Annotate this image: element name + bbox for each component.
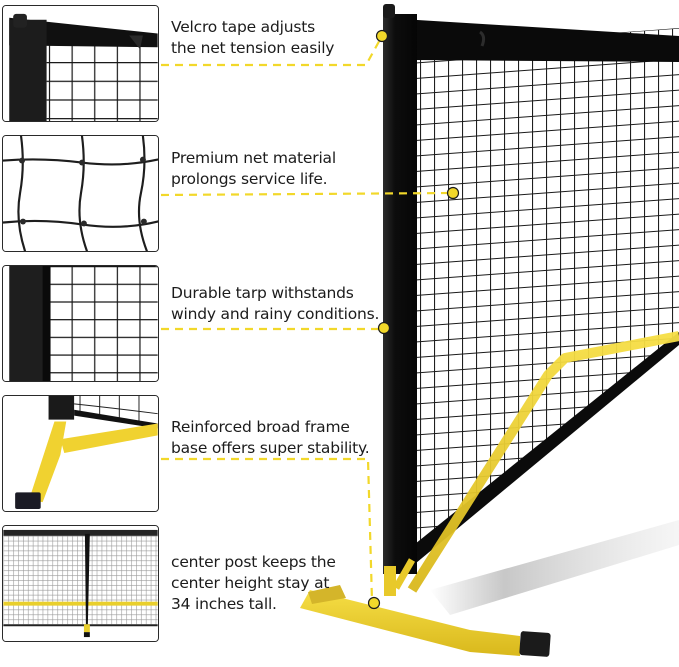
dot-velcro (375, 29, 389, 43)
feature-caption-velcro: Velcro tape adjusts the net tension easi… (171, 17, 334, 59)
net-mesh (416, 28, 679, 555)
caption-line: the net tension easily (171, 39, 335, 57)
caption-line: prolongs service life. (171, 170, 328, 188)
side-tarp-post (383, 14, 417, 574)
caption-line: Premium net material (171, 149, 336, 167)
caption-line: base offers super stability. (171, 439, 370, 457)
feature-caption-center-post: center post keeps the center height stay… (171, 552, 336, 615)
thumbnail-velcro-tape (2, 5, 159, 122)
dot-tarp (377, 321, 391, 335)
net-bottom-binding (405, 332, 679, 568)
net-headband (385, 18, 679, 62)
tarp-edge-closeup-image (3, 266, 158, 381)
frame-base-closeup-image (3, 396, 158, 511)
thumbnail-net-material (2, 135, 159, 252)
floor-shadow (430, 520, 679, 615)
post-top-cap (383, 4, 395, 18)
caption-line: Durable tarp withstands (171, 284, 354, 302)
dot-frame-base (367, 596, 381, 610)
feature-caption-net-material: Premium net material prolongs service li… (171, 148, 336, 190)
center-post-front-view-image (3, 526, 158, 641)
center-support-arm (407, 331, 679, 593)
caption-line: center post keeps the (171, 553, 336, 571)
feature-caption-frame-base: Reinforced broad frame base offers super… (171, 417, 370, 459)
thumbnail-center-post (2, 525, 159, 642)
caption-line: windy and rainy conditions. (171, 305, 380, 323)
thumbnail-tarp (2, 265, 159, 382)
leader-net-material (160, 191, 453, 197)
net-mesh-closeup-image (3, 136, 158, 251)
caption-line: Velcro tape adjusts (171, 18, 315, 36)
feature-caption-tarp: Durable tarp withstands windy and rainy … (171, 283, 379, 325)
thumbnail-frame-base (2, 395, 159, 512)
upright-post-base (384, 566, 396, 596)
velcro-tape-closeup-image (3, 6, 158, 121)
caption-line: center height stay at (171, 574, 330, 592)
caption-line: 34 inches tall. (171, 595, 277, 613)
caption-line: Reinforced broad frame (171, 418, 350, 436)
dot-net-material (446, 186, 460, 200)
callout-dots (367, 29, 460, 610)
foot-end-cap (519, 631, 551, 657)
